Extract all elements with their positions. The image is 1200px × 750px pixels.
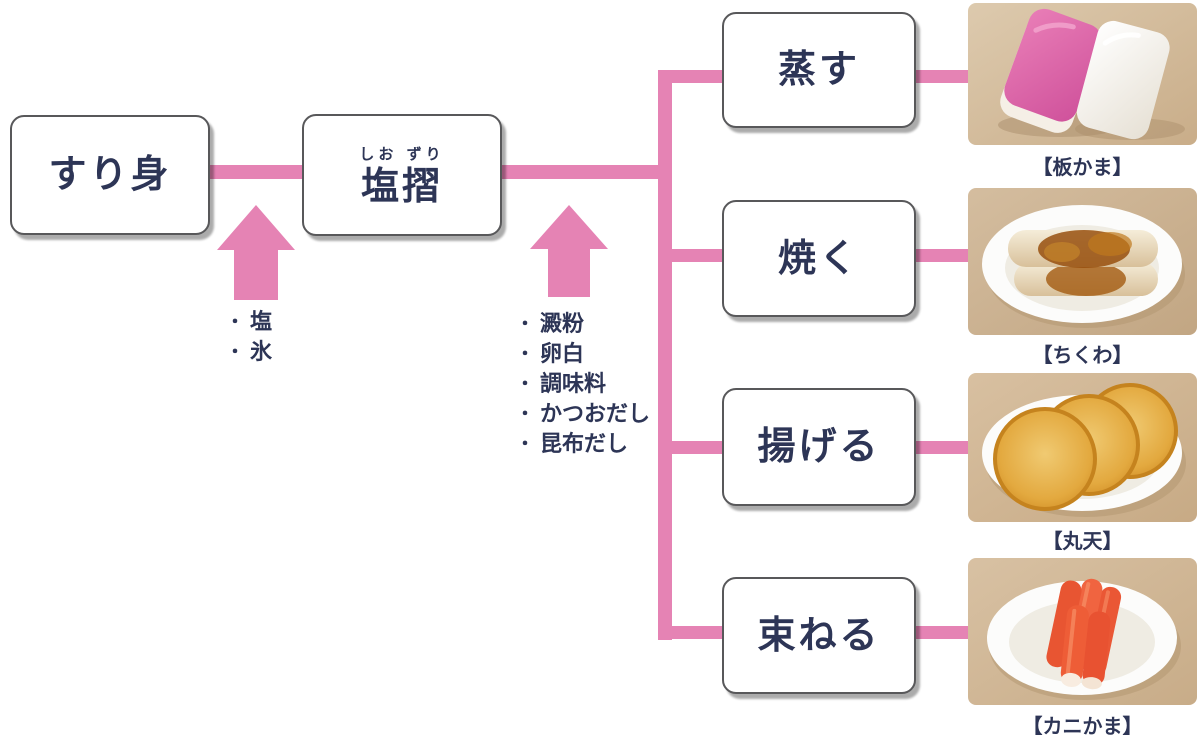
caption-chikuwa: 【ちくわ】 [1032, 343, 1133, 367]
connector-shiozuri-to-trunk [496, 165, 672, 179]
list-item: ・ 澱粉 [516, 310, 650, 340]
caption-kanikama: 【カニかま】 [1022, 714, 1143, 738]
additive-konbu-dashi: 昆布だし [540, 432, 629, 457]
list-item: ・ 卵白 [516, 340, 650, 370]
up-arrow-icon [217, 205, 295, 300]
connector-surimi-to-shiozuri [205, 165, 304, 179]
additive-egg-white: 卵白 [540, 342, 585, 367]
photo-chikuwa [968, 188, 1197, 335]
photo-itakama [968, 3, 1197, 145]
box-method-grill: 焼く [722, 200, 916, 317]
shiozuri-furigana: しお ずり [359, 144, 445, 163]
bullet-icon: ・ [226, 342, 244, 363]
additives-salt-ice-list: ・ 塩 ・ 氷 [226, 308, 272, 368]
box-method-fry-label: 揚げる [757, 424, 881, 469]
box-method-steam-label: 蒸す [777, 47, 860, 92]
additives-forming-list: ・ 澱粉 ・ 卵白 ・ 調味料 ・ かつおだし ・ 昆布だし [516, 310, 650, 460]
additive-seasoning: 調味料 [540, 372, 607, 397]
caption-maruten: 【丸天】 [1042, 529, 1123, 553]
box-method-grill-label: 焼く [777, 235, 860, 280]
additive-katsuo-dashi: かつおだし [540, 402, 651, 427]
box-surimi-label: すり身 [48, 152, 172, 197]
caption-itakama: 【板かま】 [1032, 155, 1133, 179]
box-shiozuri: しお ずり 塩摺 [302, 114, 502, 236]
bullet-icon: ・ [516, 404, 534, 425]
additive-ice: 氷 [250, 340, 273, 365]
up-arrow-icon [530, 205, 608, 297]
list-item: ・ かつおだし [516, 400, 650, 430]
box-method-bundle: 束ねる [722, 577, 916, 694]
list-item: ・ 塩 [226, 308, 272, 338]
list-item: ・ 昆布だし [516, 430, 650, 460]
list-item: ・ 調味料 [516, 370, 650, 400]
list-item: ・ 氷 [226, 338, 272, 368]
bullet-icon: ・ [516, 434, 534, 455]
box-method-bundle-label: 束ねる [757, 612, 881, 657]
bullet-icon: ・ [516, 344, 534, 365]
additive-starch: 澱粉 [540, 312, 585, 337]
box-method-steam: 蒸す [722, 12, 916, 128]
bullet-icon: ・ [226, 312, 244, 333]
additive-salt: 塩 [250, 310, 273, 335]
box-surimi: すり身 [10, 115, 210, 235]
box-shiozuri-label: 塩摺 [360, 163, 443, 208]
photo-maruten [968, 373, 1197, 522]
photo-kanikama [968, 558, 1197, 705]
bullet-icon: ・ [516, 374, 534, 395]
box-method-fry: 揚げる [722, 388, 916, 506]
trunk-line [658, 70, 672, 640]
bullet-icon: ・ [516, 314, 534, 335]
